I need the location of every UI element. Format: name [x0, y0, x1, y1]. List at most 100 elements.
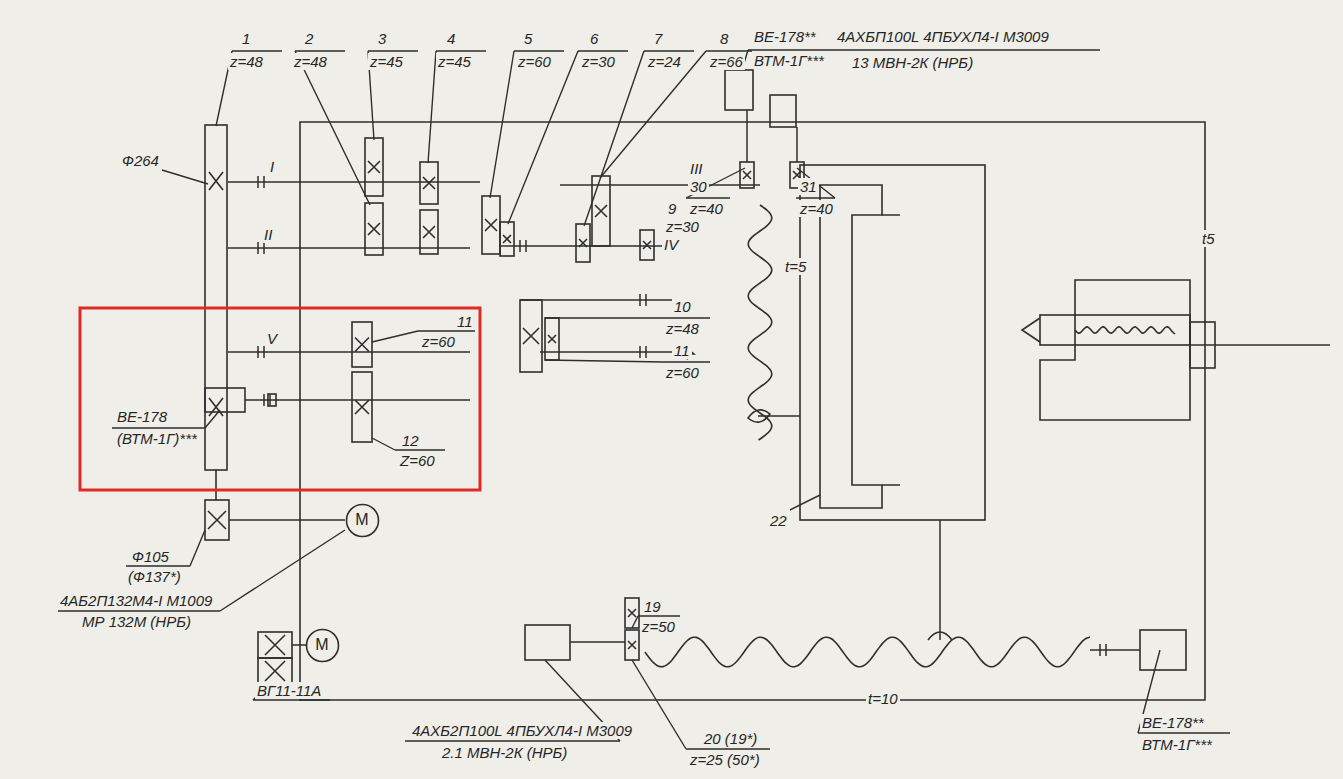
spindle-head: [800, 165, 985, 520]
gear-symbol: [628, 609, 636, 617]
gear-symbol: [352, 322, 372, 367]
leader-line: [742, 50, 1100, 70]
gear-symbol: [740, 162, 754, 188]
part-label: IV: [662, 236, 680, 253]
part-label: 20 (19*): [702, 730, 759, 747]
part-label: МР 132М (НРБ): [80, 613, 193, 630]
tailstock: [1040, 280, 1190, 420]
gear-symbol: [625, 598, 639, 628]
part-label: z=60: [420, 333, 457, 350]
highlight-frame: [80, 308, 480, 490]
gear-symbol: [365, 138, 383, 196]
gear-symbol: [643, 241, 651, 249]
part-label: 5: [522, 30, 534, 47]
leader-line: [126, 530, 205, 566]
part-label: 19: [642, 598, 663, 615]
gear-symbol: [725, 70, 753, 110]
gear-symbol: [545, 318, 559, 360]
part-label: 4АБ2П132М4-I М1009: [58, 592, 214, 609]
part-label: ВТМ-1Г***: [1140, 736, 1214, 753]
gear-symbol: [423, 177, 435, 189]
gear-symbol: [548, 335, 556, 343]
gear-symbol: [352, 322, 372, 367]
gear-symbol: [352, 372, 372, 442]
part-label: 9: [666, 200, 678, 217]
gear-symbol: [268, 394, 276, 406]
leader-line: [1138, 650, 1230, 733]
part-label: z=40: [798, 200, 835, 217]
part-label: z=48: [292, 53, 329, 70]
part-label: z=60: [516, 53, 553, 70]
shaft-line: [228, 110, 1330, 650]
gear-symbol: [355, 400, 369, 414]
shaft-line: [520, 299, 680, 301]
motor-outline: [306, 629, 338, 661]
part-label: z=25 (50*): [688, 751, 762, 768]
part-label: z=40: [688, 200, 725, 217]
gear-symbol: [365, 203, 383, 255]
gear-symbol: [520, 300, 542, 372]
gear-symbol: [205, 500, 229, 540]
gear-symbol: [485, 219, 497, 231]
part-label: 1: [240, 30, 252, 47]
pulley: [215, 470, 217, 500]
part-label: V: [265, 330, 279, 347]
gear-symbol: [205, 500, 229, 540]
leadscrew-nut: [928, 632, 952, 640]
gear-symbol: [625, 630, 639, 660]
part-label: 11: [672, 342, 692, 359]
leader-line: [584, 51, 694, 226]
tailstock: [1022, 318, 1040, 342]
gear-symbol: [368, 161, 380, 173]
leader-line: [428, 51, 486, 163]
motor-circle: М: [345, 503, 380, 538]
shaft-line: [292, 644, 306, 646]
tailstock: [1190, 322, 1215, 368]
bearing-mark: [258, 176, 1106, 656]
screw-thread: [645, 205, 1175, 667]
gear-symbol: [423, 226, 435, 238]
gear-symbol: [420, 210, 438, 254]
part-label: Z=60: [398, 452, 437, 469]
gear-symbol: [352, 372, 372, 442]
gear-symbol: [640, 230, 654, 260]
part-label: 30: [688, 178, 709, 195]
machine-frame: [300, 122, 1205, 700]
part-label: ВЕ-178: [115, 408, 169, 425]
leader-line: [790, 495, 820, 510]
leader-line: [368, 51, 418, 140]
gear-symbol: [205, 388, 245, 412]
shaft-line: [228, 181, 480, 183]
shaft-line: [1190, 344, 1330, 346]
part-label: z=30: [664, 218, 701, 235]
part-label: 7: [652, 30, 664, 47]
gear-symbol: [525, 625, 570, 660]
leader-line: [632, 660, 770, 749]
leader-line: [58, 530, 345, 611]
shaft-line: [245, 399, 470, 401]
part-label: 31: [798, 178, 819, 195]
leader-line: [295, 51, 370, 205]
part-label: Ф105: [130, 548, 171, 565]
part-label: 2.1 МВН-2К (НРБ): [440, 744, 569, 761]
leadscrew-nut: [748, 410, 952, 640]
gear-symbol: [625, 598, 639, 628]
gear-symbol: [592, 176, 610, 246]
gear-symbol: [420, 210, 438, 254]
gear-symbol: [743, 171, 751, 179]
part-label: z=45: [368, 53, 405, 70]
gear-symbol: [265, 635, 285, 655]
part-label: z=50: [640, 618, 677, 635]
part-label: z=30: [580, 53, 617, 70]
gear-symbol: [205, 70, 1186, 684]
gear-symbol: [205, 388, 245, 412]
gear-symbol: [365, 138, 383, 196]
gear-symbol: [640, 230, 654, 260]
leader-line: [162, 170, 208, 184]
shaft-line: [939, 520, 941, 640]
gear-symbol: [592, 176, 610, 246]
gear-symbol: [500, 222, 514, 256]
gear-symbol: [503, 235, 511, 243]
gear-symbol: [770, 95, 796, 127]
